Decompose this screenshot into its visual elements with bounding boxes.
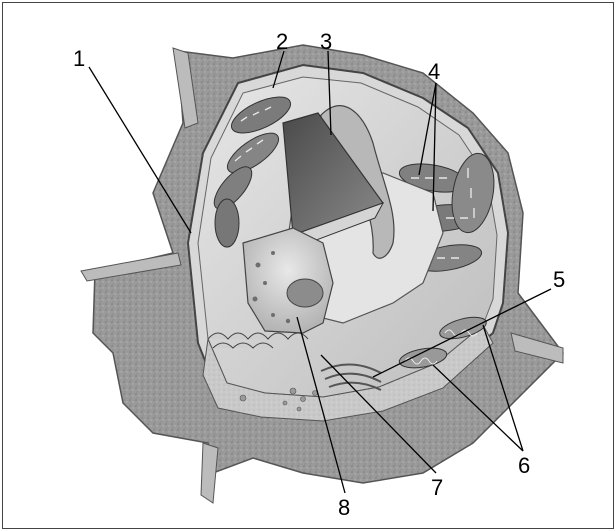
label-5: 5	[553, 267, 565, 292]
label-3: 3	[320, 29, 332, 54]
label-1: 1	[73, 46, 85, 71]
chloroplast	[215, 199, 239, 247]
nucleolus	[287, 279, 323, 307]
nucleus	[243, 228, 333, 333]
label-4: 4	[428, 59, 440, 84]
label-6: 6	[518, 453, 530, 478]
label-2: 2	[276, 29, 288, 54]
label-7: 7	[431, 475, 443, 500]
cell-diagram: 1 2 3 4 5 6 7 8	[3, 3, 613, 528]
wall-flange	[201, 443, 218, 503]
label-8: 8	[338, 495, 350, 520]
